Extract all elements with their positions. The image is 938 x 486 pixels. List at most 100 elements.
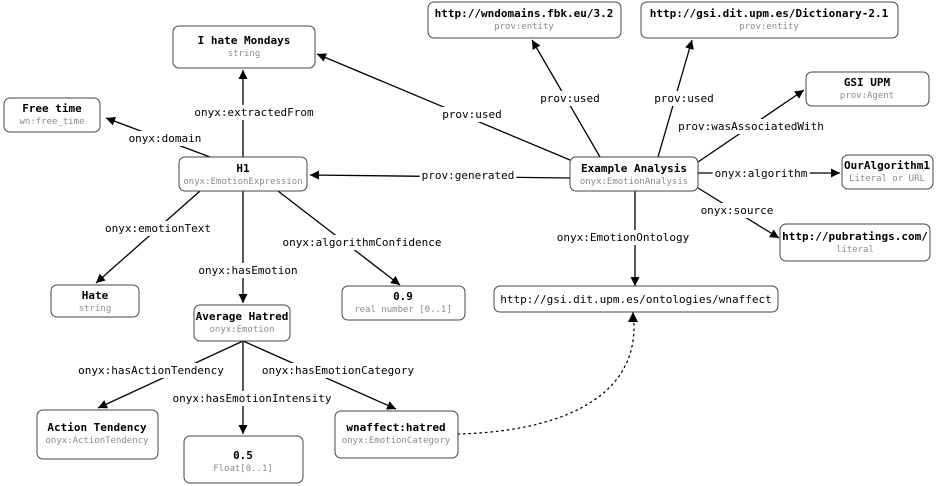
node-title: Hate <box>82 289 109 302</box>
node-box <box>193 304 291 342</box>
label-has-emotion: onyx:hasEmotion <box>198 264 297 277</box>
node-subtitle: Float[0..1] <box>213 464 273 474</box>
node-wndomains: http://wndomains.fbk.eu/3.2 prov:entity <box>427 1 622 39</box>
edge-label-background <box>196 263 300 278</box>
node-title: http://gsi.dit.upm.es/ontologies/wnaffec… <box>500 293 772 306</box>
edge-labels: onyx:extractedFrom onyx:domain onyx:emot… <box>76 91 826 406</box>
label-domain: onyx:domain <box>129 132 202 145</box>
label-generated: prov:generated <box>422 169 515 182</box>
nodes: I hate Mondays string Free time wn:free_… <box>3 1 934 484</box>
node-wnaffect-ontology: http://gsi.dit.upm.es/ontologies/wnaffec… <box>493 285 779 313</box>
node-free-time: Free time wn:free_time <box>3 97 101 133</box>
label-prov-used-1: prov:used <box>442 108 502 121</box>
node-dictionary: http://gsi.dit.upm.es/Dictionary-2.1 pro… <box>640 1 899 39</box>
node-title: wnaffect:hatred <box>346 421 445 434</box>
label-prov-used-3: prov:used <box>654 92 714 105</box>
node-title: http://wndomains.fbk.eu/3.2 <box>435 7 614 20</box>
node-subtitle: prov:entity <box>739 22 799 32</box>
node-box <box>841 154 934 190</box>
node-average-hatred: Average Hatred onyx:Emotion <box>193 304 291 342</box>
node-subtitle: onyx:Emotion <box>209 325 274 335</box>
edge-label-background <box>103 221 213 236</box>
node-wnaffect-hatred: wnaffect:hatred onyx:EmotionCategory <box>334 410 459 459</box>
edge-label-background <box>652 91 716 106</box>
edge-label-background <box>676 119 826 134</box>
node-subtitle: Literal or URL <box>849 174 925 184</box>
node-h1: H1 onyx:EmotionExpression <box>178 156 308 192</box>
node-intensity: 0.5 Float[0..1] <box>183 435 304 484</box>
node-title: Free time <box>22 102 82 115</box>
edge-dotted-arrowhead <box>628 312 638 322</box>
label-algorithm-confidence: onyx:algorithmConfidence <box>283 236 442 249</box>
node-box <box>183 435 304 484</box>
label-emotion-text: onyx:emotionText <box>105 222 211 235</box>
label-was-associated-with: prov:wasAssociatedWith <box>678 120 824 133</box>
node-box <box>50 284 140 318</box>
node-box <box>36 409 159 460</box>
node-subtitle: string <box>79 304 112 314</box>
edge-label-background <box>538 91 602 106</box>
node-box <box>172 25 316 69</box>
node-gsi-upm: GSI UPM prov:Agent <box>805 71 930 107</box>
edge-label-background <box>440 107 504 122</box>
node-title: Action Tendency <box>47 421 147 434</box>
node-box <box>493 285 779 313</box>
label-source: onyx:source <box>701 204 774 217</box>
node-title: 0.9 <box>393 290 413 303</box>
node-title: Example Analysis <box>581 162 687 175</box>
node-pubratings: http://pubratings.com/ literal <box>779 223 931 262</box>
edge-label-background <box>170 391 334 406</box>
node-subtitle: onyx:EmotionExpression <box>183 177 302 187</box>
edge-dotted-same-as <box>457 311 635 435</box>
node-subtitle: real number [0..1] <box>354 305 452 315</box>
node-subtitle: wn:free_time <box>19 117 84 127</box>
edge-label-background <box>419 168 517 183</box>
node-our-algorithm: OurAlgorithm1 Literal or URL <box>841 154 934 190</box>
node-title: H1 <box>236 162 250 175</box>
node-confidence: 0.9 real number [0..1] <box>341 285 466 321</box>
edge-label-background <box>280 235 444 250</box>
label-prov-used-2: prov:used <box>540 92 600 105</box>
label-extracted-from: onyx:extractedFrom <box>194 106 314 119</box>
node-box <box>427 1 622 39</box>
node-box <box>569 156 699 192</box>
label-has-emotion-category: onyx:hasEmotionCategory <box>262 364 415 377</box>
node-subtitle: prov:Agent <box>840 91 894 101</box>
node-box <box>341 285 466 321</box>
node-box <box>640 1 899 39</box>
node-subtitle: onyx:ActionTendency <box>46 436 150 446</box>
edge-label-background <box>712 166 810 181</box>
label-has-action-tendency: onyx:hasActionTendency <box>78 364 224 377</box>
edge-emotion-text <box>95 190 201 284</box>
node-box <box>779 223 931 262</box>
node-title: Average Hatred <box>196 310 289 323</box>
node-title: OurAlgorithm1 <box>844 159 930 172</box>
node-hate: Hate string <box>50 284 140 318</box>
edge-label-background <box>698 203 776 218</box>
node-action-tendency: Action Tendency onyx:ActionTendency <box>36 409 159 460</box>
label-has-emotion-intensity: onyx:hasEmotionIntensity <box>173 392 332 405</box>
node-example-analysis: Example Analysis onyx:EmotionAnalysis <box>569 156 699 192</box>
node-subtitle: onyx:EmotionAnalysis <box>580 177 688 187</box>
node-subtitle: literal <box>836 245 874 255</box>
node-title: http://pubratings.com/ <box>782 230 928 243</box>
node-title: GSI UPM <box>844 76 891 89</box>
edge-label-background <box>259 363 417 378</box>
node-subtitle: onyx:EmotionCategory <box>342 436 451 446</box>
node-box <box>178 156 308 192</box>
node-box <box>805 71 930 107</box>
node-subtitle: string <box>228 49 261 59</box>
node-title: http://gsi.dit.upm.es/Dictionary-2.1 <box>650 7 889 20</box>
node-box <box>3 97 101 133</box>
node-subtitle: prov:entity <box>494 22 554 32</box>
edge-label-background <box>76 363 227 378</box>
node-i-hate-mondays: I hate Mondays string <box>172 25 316 69</box>
node-title: 0.5 <box>233 449 253 462</box>
label-algorithm: onyx:algorithm <box>715 167 808 180</box>
edge-label-background <box>192 105 316 120</box>
node-box <box>334 410 459 459</box>
node-title: I hate Mondays <box>198 34 291 47</box>
edge-label-background <box>554 230 692 245</box>
edge-label-background <box>126 131 204 146</box>
